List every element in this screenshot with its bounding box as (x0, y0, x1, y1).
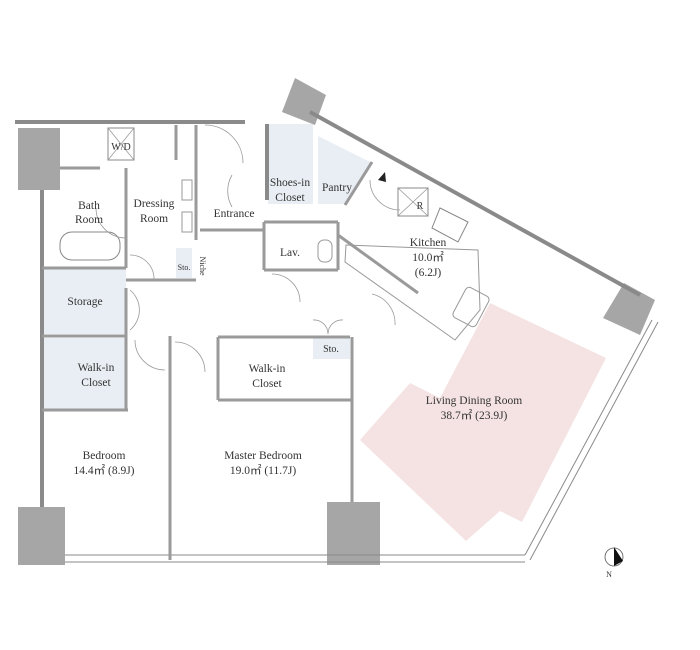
kitchen-counter (344, 244, 481, 341)
toilet (317, 239, 333, 263)
kitchen-area: 10.0㎡ (412, 251, 444, 264)
wd-label: W/D (111, 142, 130, 153)
refrigerator-label: R (417, 201, 424, 212)
column (18, 128, 60, 190)
wic-left-area (44, 338, 126, 410)
door-swings (95, 124, 401, 373)
compass-north-label: N (606, 570, 612, 579)
sto-label: Sto. (178, 263, 191, 272)
wic-left-label: Walk-in (78, 362, 115, 374)
interior-walls (42, 125, 419, 560)
living-zone-highlight (360, 303, 606, 541)
kitchen-tatami: (6.2J) (415, 267, 442, 279)
dressing-room-label-2: Room (140, 213, 168, 225)
bathtub (59, 231, 121, 261)
ldr-label: Living Dining Room (426, 395, 523, 407)
pantry-area (318, 136, 372, 204)
sto-master-label: Sto. (323, 344, 339, 355)
shoes-closet-label: Shoes-in (270, 177, 311, 189)
bath-room-label: Bath (78, 200, 100, 212)
storage-label: Storage (67, 296, 102, 308)
shoes-closet-area (268, 124, 313, 204)
storage-area (42, 268, 126, 334)
dressing-room-label: Dressing (134, 198, 175, 210)
master-bedroom-area: 19.0㎡ (11.7J) (230, 464, 297, 477)
ldr-area: 38.7㎡ (23.9J) (441, 409, 508, 422)
compass-icon: N (604, 547, 624, 579)
sink (452, 286, 490, 328)
bath-room-label-2: Room (75, 214, 103, 226)
fixtures (59, 127, 490, 341)
pantry-label: Pantry (322, 182, 352, 194)
shoes-closet-label-2: Closet (275, 192, 305, 204)
sto-small-area (176, 248, 192, 278)
cooktop (431, 207, 469, 243)
wic-master-label: Walk-in (249, 363, 286, 375)
wic-left-label-2: Closet (81, 377, 111, 389)
bedroom-label: Bedroom (83, 450, 126, 462)
column (18, 507, 65, 565)
column (603, 283, 655, 335)
niche-label: Niche (198, 256, 207, 276)
sto-master-area (313, 337, 350, 359)
wic-master-label-2: Closet (252, 378, 282, 390)
bedroom-area: 14.4㎡ (8.9J) (73, 464, 134, 477)
exterior-walls (15, 110, 659, 563)
lav-label: Lav. (280, 247, 300, 259)
door-arrow-icon (378, 172, 386, 182)
kitchen-label: Kitchen (410, 237, 447, 249)
entrance-label: Entrance (214, 208, 255, 220)
master-bedroom-label: Master Bedroom (224, 450, 302, 462)
column (327, 502, 380, 565)
